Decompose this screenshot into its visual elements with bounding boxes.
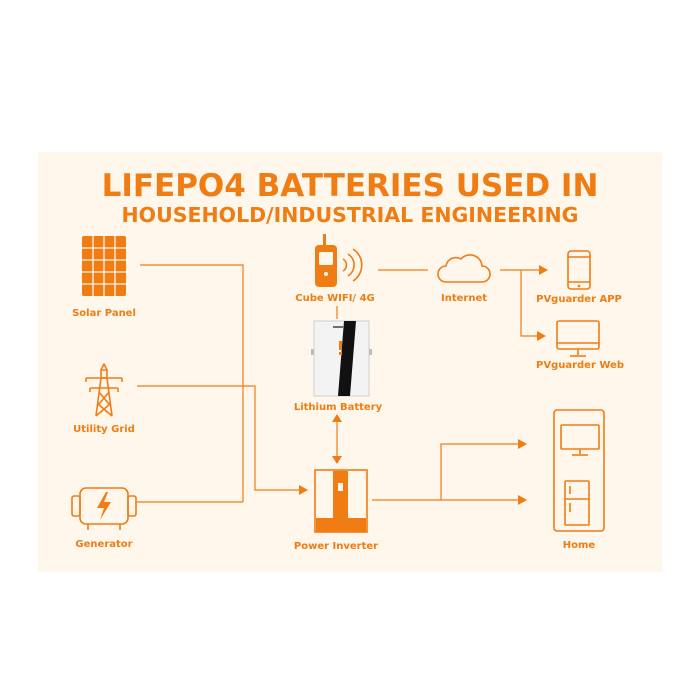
utility-grid-label: Utility Grid — [73, 424, 135, 435]
home-icon — [553, 409, 605, 532]
title-line-2: HOUSEHOLD/INDUSTRIAL ENGINEERING — [122, 203, 579, 227]
pvguarder-web-label: PVguarder Web — [536, 360, 624, 371]
generator-icon — [71, 487, 137, 530]
title-line-1: LIFEPO4 BATTERIES USED IN — [102, 168, 599, 204]
lithium-battery-image — [311, 320, 372, 397]
phone-icon — [567, 250, 591, 290]
grid-to-inverter-line — [137, 385, 300, 491]
power-inverter-label: Power Inverter — [294, 541, 378, 552]
home-lower-arrowhead — [518, 495, 527, 505]
utility-grid-tower-icon — [85, 363, 123, 417]
internet-to-web-line — [520, 270, 538, 337]
generator-label: Generator — [75, 539, 132, 550]
internet-cloud-icon — [437, 254, 491, 283]
home-label: Home — [563, 540, 596, 551]
grid-to-inverter-arrowhead — [299, 485, 308, 495]
app-arrowhead — [539, 265, 548, 275]
solar-panel-label: Solar Panel — [72, 308, 136, 319]
inverter-arrowhead-down — [332, 456, 342, 464]
pvguarder-app-label: PVguarder APP — [536, 294, 622, 305]
web-arrowhead — [537, 331, 546, 341]
internet-label: Internet — [441, 293, 487, 304]
power-inverter-icon — [314, 469, 368, 533]
solar-panel-icon — [82, 236, 126, 296]
cube-wifi-device-icon — [315, 234, 363, 287]
lithium-battery-label: Lithium Battery — [294, 402, 383, 413]
inverter-to-home-upper-line — [440, 443, 518, 500]
cube-wifi-label: Cube WIFI/ 4G — [295, 293, 374, 304]
battery-arrowhead-up — [332, 414, 342, 422]
solar-to-inverter-line — [140, 264, 244, 502]
home-upper-arrowhead — [518, 439, 527, 449]
monitor-icon — [556, 320, 600, 357]
